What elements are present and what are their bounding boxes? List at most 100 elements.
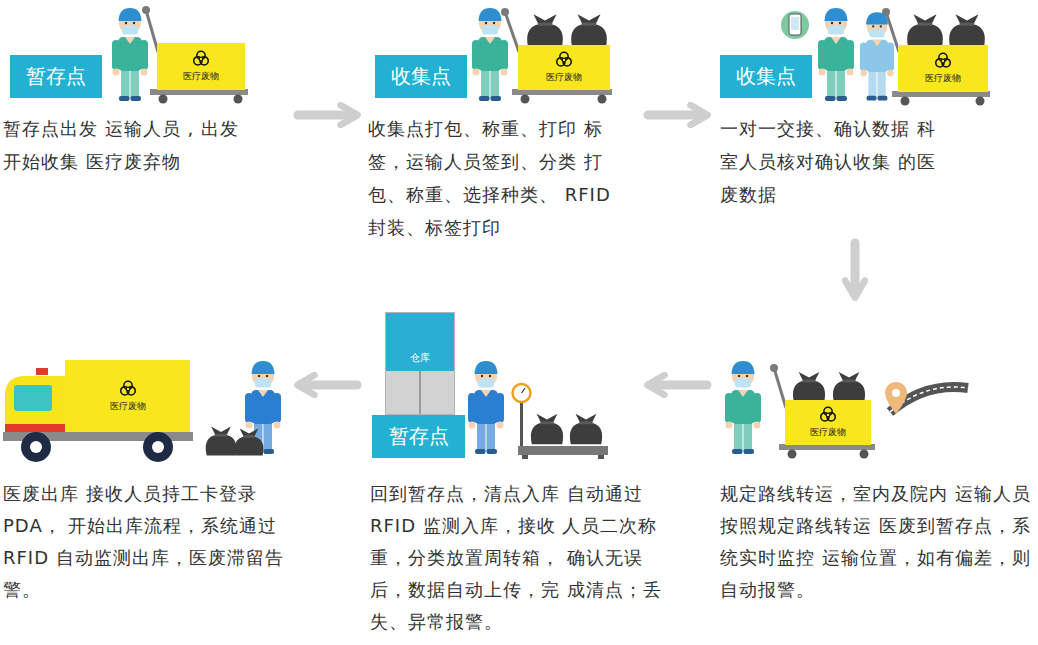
location-label: 暂存点 bbox=[10, 55, 102, 98]
node-label: 医疗废物 bbox=[546, 71, 582, 84]
scale bbox=[513, 384, 609, 459]
waste-container: 医疗废物 bbox=[518, 45, 610, 90]
location-label: 收集点 bbox=[720, 55, 812, 98]
biohazard-symbol bbox=[192, 50, 210, 68]
node-label: 医疗废物 bbox=[925, 72, 961, 85]
location-label: 暂存点 bbox=[372, 415, 465, 458]
phone-icon-part bbox=[781, 11, 809, 39]
waste-bag bbox=[571, 14, 607, 48]
biohazard-symbol-part bbox=[126, 387, 130, 391]
step-description: 医废出库 接收人员持工卡登录 PDA， 开始出库流程，系统通过 RFID 自动监… bbox=[3, 478, 290, 606]
worker bbox=[472, 8, 508, 101]
process-step: 规定路线转运，室内及院内 运输人员按照规定路线转运 医废到暂存点，系统实时监控 … bbox=[715, 305, 1035, 645]
node-label: 医疗废物 bbox=[183, 70, 219, 83]
biohazard-symbol bbox=[119, 380, 137, 398]
node-label: 暂存点 bbox=[389, 423, 449, 450]
route bbox=[885, 382, 968, 414]
biohazard-symbol-part bbox=[562, 58, 566, 62]
scale-part bbox=[520, 400, 523, 448]
waste-container: 医疗废物 bbox=[65, 360, 190, 432]
cart-part bbox=[788, 450, 797, 459]
biohazard-symbol-part bbox=[821, 413, 829, 421]
cart bbox=[770, 364, 875, 459]
cart-part bbox=[770, 364, 778, 372]
route-part bbox=[892, 389, 900, 397]
cart-part bbox=[234, 95, 243, 104]
cart-part bbox=[142, 6, 150, 14]
process-step: 一对一交接、确认数据 科室人员核对确认收集 的医废数据 收集点 医疗废物 bbox=[715, 0, 1035, 235]
step-description: 规定路线转运，室内及院内 运输人员按照规定路线转运 医废到暂存点，系统实时监控 … bbox=[720, 478, 1032, 606]
cart bbox=[142, 6, 248, 104]
waste-bag bbox=[531, 414, 563, 444]
flow-arrow bbox=[851, 243, 860, 291]
waste-bag bbox=[949, 14, 985, 48]
waste-container: 医疗废物 bbox=[157, 43, 245, 90]
truck-part bbox=[5, 376, 68, 440]
cart-part bbox=[521, 95, 530, 104]
truck-part bbox=[14, 385, 52, 411]
node-label: 仓库 bbox=[386, 351, 454, 365]
cart-part bbox=[159, 95, 168, 104]
location-label: 收集点 bbox=[375, 55, 467, 98]
process-step: 暂存点出发 运输人员 , 出发开始收集 医疗废弃物 暂存点 医疗废物 bbox=[0, 0, 290, 235]
waste-bag bbox=[833, 372, 865, 402]
worker bbox=[468, 361, 504, 454]
waste-container: 医疗废物 bbox=[898, 45, 988, 92]
cart bbox=[882, 8, 990, 106]
worker bbox=[725, 361, 761, 454]
waste-bag bbox=[907, 14, 943, 48]
flow-arrow bbox=[654, 381, 707, 390]
cart-part bbox=[598, 95, 607, 104]
phone-icon bbox=[781, 11, 809, 39]
step-description: 暂存点出发 运输人员 , 出发开始收集 医疗废弃物 bbox=[3, 112, 243, 178]
truck-part bbox=[5, 424, 68, 432]
cart-part bbox=[901, 97, 910, 106]
biohazard-symbol-part bbox=[826, 413, 830, 417]
scale-part bbox=[518, 446, 608, 455]
cart-part bbox=[860, 450, 869, 459]
staff bbox=[860, 12, 894, 100]
node-label: 医疗废物 bbox=[110, 400, 146, 413]
worker bbox=[818, 8, 854, 101]
biohazard-symbol-part bbox=[194, 57, 202, 65]
biohazard-symbol bbox=[819, 406, 837, 424]
step-description: 回到暂存点，清点入库 自动通过 RFID 监测入库，接收 人员二次称重，分类放置… bbox=[370, 478, 672, 638]
storage-cabinet: 仓库 bbox=[385, 312, 455, 415]
waste-container: 医疗废物 bbox=[785, 400, 871, 445]
step-description: 一对一交接、确认数据 科室人员核对确认收集 的医废数据 bbox=[720, 112, 938, 211]
step-description: 收集点打包、称重、打印 标签，运输人员签到、分类 打包、称重、选择种类、 RFI… bbox=[368, 112, 620, 244]
waste-bag bbox=[206, 427, 237, 456]
scale-part bbox=[513, 384, 531, 402]
process-step: 收集点打包、称重、打印 标签，运输人员签到、分类 打包、称重、选择种类、 RFI… bbox=[365, 0, 640, 235]
node-label: 收集点 bbox=[391, 63, 451, 90]
scale-part bbox=[598, 455, 604, 459]
flow-arrow bbox=[304, 381, 357, 390]
waste-bag bbox=[527, 14, 563, 48]
process-step: 回到暂存点，清点入库 自动通过 RFID 监测入库，接收 人员二次称重，分类放置… bbox=[365, 305, 640, 645]
flow-arrow bbox=[648, 111, 701, 120]
truck-part bbox=[21, 432, 51, 462]
waste-bag bbox=[235, 428, 264, 455]
biohazard-symbol-part bbox=[936, 59, 944, 67]
truck-part bbox=[143, 432, 173, 462]
phone-icon-part bbox=[791, 17, 799, 30]
truck-part bbox=[36, 368, 48, 375]
biohazard-symbol-part bbox=[120, 386, 128, 394]
biohazard-symbol-part bbox=[941, 59, 945, 63]
biohazard-symbol-part bbox=[199, 57, 203, 61]
scale-part bbox=[522, 455, 528, 459]
truck-part bbox=[30, 441, 42, 453]
process-step: 医废出库 接收人员持工卡登录 PDA， 开始出库流程，系统通过 RFID 自动监… bbox=[0, 305, 290, 645]
cart-part bbox=[976, 97, 985, 106]
scale-part bbox=[522, 388, 526, 393]
node-label: 收集点 bbox=[736, 63, 796, 90]
cart bbox=[501, 8, 612, 104]
node-label: 医疗废物 bbox=[810, 426, 846, 439]
phone-icon-part bbox=[789, 14, 801, 35]
truck-part bbox=[152, 441, 164, 453]
route-part bbox=[885, 382, 907, 414]
flow-arrow bbox=[298, 111, 351, 120]
cart-part bbox=[501, 8, 509, 16]
